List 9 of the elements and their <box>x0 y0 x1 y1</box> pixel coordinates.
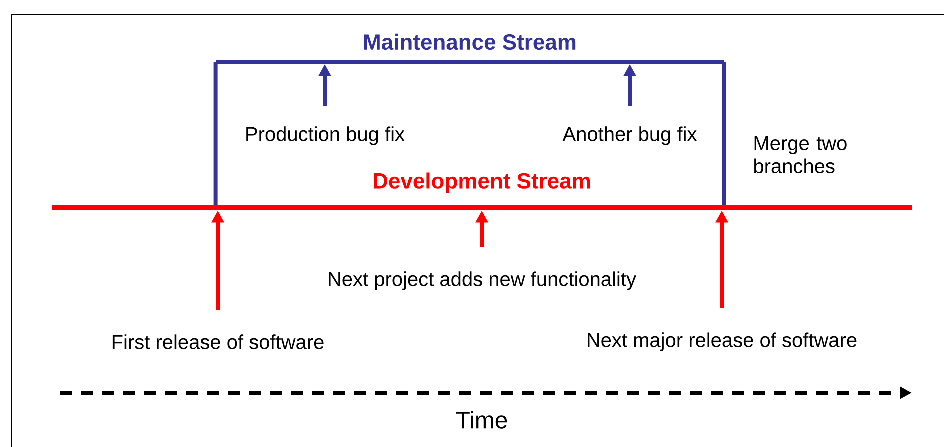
annotation-text: Next project adds new functionality <box>329 272 636 290</box>
note-text: Merge two branches <box>754 136 847 174</box>
annotation-text: Production bug fix <box>246 126 405 146</box>
annotation-text: Another bug fix <box>562 126 698 146</box>
annotation-text: First release of software <box>112 334 324 350</box>
stream-heading: Development Stream <box>374 172 590 194</box>
stream-heading: Maintenance Stream <box>364 34 576 50</box>
axis-label: Time <box>456 411 508 429</box>
annotation-text: Next major release of software <box>588 332 857 352</box>
